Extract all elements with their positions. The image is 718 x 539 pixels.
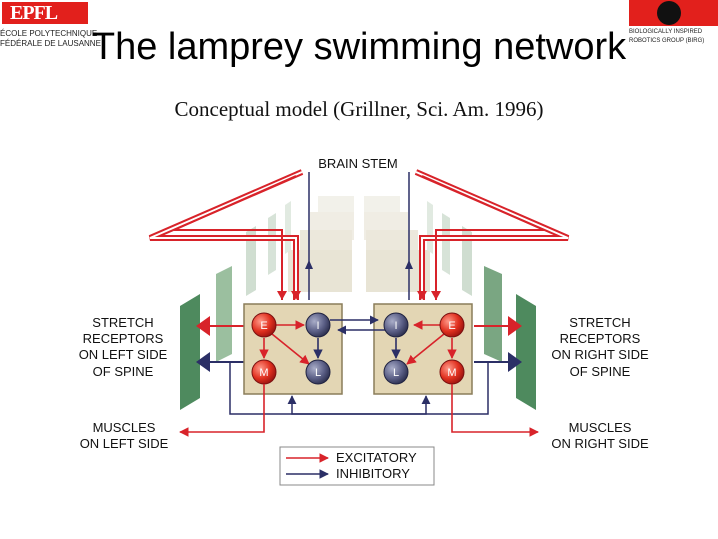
epfl-logo-mark: EPFL [2, 2, 88, 24]
right-motor-output [451, 384, 539, 437]
left-stretch-receptor-inhibitory [196, 352, 210, 372]
neuron-left-l: L [305, 359, 331, 385]
svg-text:I: I [394, 320, 397, 332]
birg-logo-line1: BIOLOGICALLY INSPIRED [629, 29, 703, 35]
left-motor-output [179, 384, 265, 437]
svg-text:E: E [260, 320, 267, 332]
brain-stem-label: BRAIN STEM [318, 156, 397, 171]
spinal-segments-background [246, 196, 472, 296]
svg-text:STRETCH: STRETCH [569, 315, 630, 330]
legend: EXCITATORY INHIBITORY [279, 446, 435, 486]
birg-logo-line2: ROBOTICS GROUP (BIRG) [629, 38, 705, 44]
right-stretch-receptor-excitatory [508, 316, 522, 336]
svg-text:MUSCLES: MUSCLES [569, 420, 632, 435]
svg-text:OF SPINE: OF SPINE [93, 364, 154, 379]
svg-text:ON LEFT SIDE: ON LEFT SIDE [80, 436, 169, 451]
left-muscles-label: MUSCLES ON LEFT SIDE [80, 420, 169, 451]
legend-inhibitory-label: INHIBITORY [336, 466, 410, 481]
svg-text:ON RIGHT SIDE: ON RIGHT SIDE [551, 436, 649, 451]
right-stretch-receptor-inhibitory [508, 352, 522, 372]
epfl-logo: EPFL ÉCOLE POLYTECHNIQUE FÉDÉRALE DE LAU… [0, 0, 101, 50]
svg-text:ON LEFT SIDE: ON LEFT SIDE [79, 347, 168, 362]
page-title: The lamprey swimming network [91, 26, 627, 68]
cross-connections [229, 315, 489, 415]
pathway-arrowhead-left-e [277, 291, 287, 300]
svg-text:I: I [316, 320, 319, 332]
neuron-right-m: M [439, 359, 465, 385]
pathway-arrowhead-left-blue [305, 260, 313, 269]
left-receptor-panels [180, 266, 232, 410]
legend-excitatory-label: EXCITATORY [336, 450, 417, 465]
epfl-logo-line1: ÉCOLE POLYTECHNIQUE [0, 29, 98, 38]
epfl-logo-text: EPFL [10, 2, 58, 24]
brain-stem-pathways [148, 169, 570, 300]
svg-text:L: L [315, 367, 321, 379]
epfl-logo-line2: FÉDÉRALE DE LAUSANNE [0, 39, 101, 48]
neuron-left-e: E [251, 312, 277, 338]
internal-connections [259, 320, 457, 365]
left-receptor-label: STRETCH RECEPTORS ON LEFT SIDE OF SPINE [79, 315, 168, 379]
svg-text:STRETCH: STRETCH [92, 315, 153, 330]
svg-text:MUSCLES: MUSCLES [93, 420, 156, 435]
right-receptor-panels [484, 266, 536, 410]
svg-text:RECEPTORS: RECEPTORS [560, 331, 641, 346]
birg-logo-mark [629, 0, 718, 26]
svg-text:OF SPINE: OF SPINE [570, 364, 631, 379]
svg-text:M: M [259, 367, 268, 379]
lizard-icon [657, 1, 681, 25]
birg-logo: BIOLOGICALLY INSPIRED ROBOTICS GROUP (BI… [629, 0, 718, 50]
svg-text:L: L [393, 367, 399, 379]
pathway-arrowhead-right-e [431, 291, 441, 300]
neuron-left-i: I [305, 312, 331, 338]
neuron-right-i: I [383, 312, 409, 338]
svg-text:RECEPTORS: RECEPTORS [83, 331, 164, 346]
pathway-arrowhead-right-blue [405, 260, 413, 269]
neuron-right-e: E [439, 312, 465, 338]
right-muscles-label: MUSCLES ON RIGHT SIDE [551, 420, 649, 451]
right-receptor-label: STRETCH RECEPTORS ON RIGHT SIDE OF SPINE [551, 315, 649, 379]
left-stretch-receptor-excitatory [196, 316, 210, 336]
neuron-left-m: M [251, 359, 277, 385]
svg-text:M: M [447, 367, 456, 379]
page-subtitle: Conceptual model (Grillner, Sci. Am. 199… [174, 97, 544, 121]
pathway-arrowhead-right-i [417, 291, 427, 300]
pathway-arrowhead-left-i [291, 291, 301, 300]
svg-text:ON RIGHT SIDE: ON RIGHT SIDE [551, 347, 649, 362]
neuron-right-l: L [383, 359, 409, 385]
svg-text:E: E [448, 320, 455, 332]
